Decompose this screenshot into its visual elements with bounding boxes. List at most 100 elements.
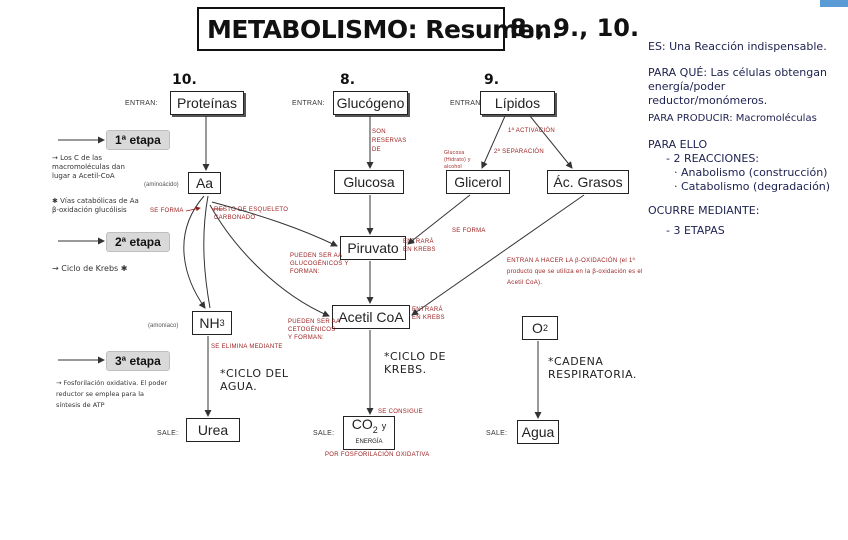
co2-sale-label: SALE: bbox=[313, 430, 335, 437]
acetil-coa-box: Acetil CoA bbox=[332, 305, 410, 329]
glycogen-box: Glucógeno bbox=[333, 91, 408, 115]
stage-3-note: → Fosforilación oxidativa. El poder redu… bbox=[56, 379, 168, 409]
right-notes: ES: Una Reacción indispensable. PARA QUÉ… bbox=[648, 40, 840, 238]
agua-sale-label: SALE: bbox=[486, 430, 508, 437]
acetil-krebs-annotation: ENTRARÁ EN KREBS bbox=[412, 307, 445, 321]
lipids-to-glicerol bbox=[481, 115, 506, 169]
note-etapas: - 3 ETAPAS bbox=[666, 224, 725, 237]
aa-to-nh3 bbox=[183, 195, 206, 309]
aa-curve-2 bbox=[203, 195, 211, 309]
stage-2-note: → Ciclo de Krebs ✱ bbox=[52, 264, 128, 273]
title-box: METABOLISMO: Resumen. bbox=[197, 7, 561, 51]
proteins-box: Proteínas bbox=[170, 91, 244, 115]
stage-2-pill: 2ª etapa bbox=[106, 232, 170, 252]
stage-1-note-a: → Los C de las macromoléculas dan lugar … bbox=[52, 154, 125, 180]
se-forma-2-annotation: SE FORMA bbox=[452, 228, 486, 234]
aa-box: Aa bbox=[188, 172, 221, 194]
ciclo-krebs-note: *CICLO DE KREBS. bbox=[384, 350, 446, 376]
stage-1-note-a-text: Los C de las macromoléculas dan lugar a … bbox=[52, 154, 125, 180]
piruvato-box: Piruvato bbox=[340, 236, 406, 260]
nh3-subscript: 3 bbox=[219, 318, 225, 328]
acetil-coa-label: Acetil CoA bbox=[338, 309, 404, 325]
beta-oxidation-annotation: ENTRAN A HACER LA β-OXIDACIÓN (el 1º pro… bbox=[507, 258, 643, 286]
glicerol-label: Glicerol bbox=[454, 174, 502, 190]
note-para-ello: PARA ELLO bbox=[648, 138, 708, 151]
piruvato-label: Piruvato bbox=[347, 240, 399, 256]
ciclo-agua-note: *CICLO DEL AGUA. bbox=[220, 367, 289, 393]
glycogen-label: Glucógeno bbox=[336, 95, 405, 111]
separacion-annotation: 2ª SEPARACIÓN bbox=[494, 149, 545, 155]
note-ocurre: OCURRE MEDIANTE: bbox=[648, 204, 760, 217]
page-title: METABOLISMO: Resumen. bbox=[207, 15, 561, 44]
piruvato-krebs-annotation: ENTRARÁ EN KREBS bbox=[403, 239, 436, 253]
stage-1-note-b: ✱ Vías catabólicas de Aa β-oxidación glu… bbox=[52, 197, 139, 214]
co2-row: CO2 y bbox=[351, 416, 387, 436]
note-catabolismo: · Catabolismo (degradación) bbox=[674, 180, 831, 193]
stage-3-label: 3ª etapa bbox=[115, 354, 161, 368]
stage-1-pill: 1ª etapa bbox=[106, 130, 170, 150]
glucosa-box: Glucosa bbox=[334, 170, 404, 194]
agua-box: Agua bbox=[517, 420, 559, 444]
note-para-producir: PARA PRODUCIR: Macromoléculas bbox=[648, 113, 817, 124]
stage-2-note-text: Ciclo de Krebs bbox=[61, 264, 119, 273]
stage-3-pill: 3ª etapa bbox=[106, 351, 170, 371]
glycogen-chapter-number: 8. bbox=[340, 72, 356, 88]
note-es: ES: Una Reacción indispensable. bbox=[648, 40, 827, 53]
co2-box: CO2 y ENERGÍA bbox=[343, 416, 395, 450]
acidos-grasos-label: Ác. Grasos bbox=[553, 174, 623, 190]
chapters-label: 8., 9., 10. bbox=[510, 14, 640, 42]
urea-label: Urea bbox=[197, 422, 229, 438]
aa-label: Aa bbox=[195, 175, 214, 191]
proteins-enter-label: ENTRAN: bbox=[125, 100, 158, 107]
glucogenicos-annotation: PUEDEN SER AA GLUCOGÉNICOS Y FORMAN: bbox=[290, 253, 349, 275]
fosforilacion-annotation: POR FOSFORILACIÓN OXIDATIVA bbox=[325, 452, 430, 458]
amoniaco-annotation: (amoníaco) bbox=[148, 323, 179, 329]
co2-energia: ENERGÍA bbox=[355, 438, 383, 445]
aa-to-acetil bbox=[209, 204, 330, 317]
lipids-chapter-number: 9. bbox=[484, 72, 500, 88]
stage-1-note-b-text: Vías catabólicas de Aa β-oxidación glucó… bbox=[52, 197, 139, 214]
glycogen-enter-label: ENTRAN: bbox=[292, 100, 325, 107]
note-anabolismo: · Anabolismo (construcción) bbox=[674, 166, 828, 179]
co2-y: y bbox=[381, 421, 387, 432]
aminoacido-annotation: (aminoácido) bbox=[144, 182, 179, 188]
o2-subscript: 2 bbox=[542, 323, 548, 333]
note-para-que: PARA QUÉ: Las células obtengan energía/p… bbox=[648, 66, 827, 107]
urea-sale-label: SALE: bbox=[157, 430, 179, 437]
se-forma-1-annotation: SE FORMA bbox=[150, 208, 184, 214]
proteins-chapter-number: 10. bbox=[172, 72, 197, 88]
resto-annotation: RESTO DE ESQUELETO CARBONADO bbox=[214, 207, 289, 221]
lipids-label: Lípidos bbox=[494, 95, 541, 111]
note-reacciones: - 2 REACCIONES: bbox=[666, 152, 760, 165]
glucosa-label: Glucosa bbox=[343, 174, 395, 190]
glicerol-to-piruvato bbox=[407, 194, 471, 245]
glucosa-sub-annotation: Glucosa (Hidrato) y alcohol bbox=[444, 150, 471, 170]
lipids-to-grasos bbox=[529, 115, 573, 169]
se-consigue-annotation: SE CONSIGUE bbox=[378, 409, 423, 415]
stage-3-note-text: Fosforilación oxidativa. El poder reduct… bbox=[56, 379, 168, 409]
activacion-annotation: 1ª ACTIVACIÓN bbox=[508, 128, 556, 134]
stage-2-label: 2ª etapa bbox=[115, 235, 161, 249]
corner-tab bbox=[820, 0, 848, 7]
o2-label: O bbox=[532, 320, 543, 336]
elimina-annotation: SE ELIMINA MEDIANTE bbox=[211, 344, 283, 350]
proteins-label: Proteínas bbox=[177, 95, 237, 111]
aa-to-piruvato bbox=[211, 201, 338, 247]
lipids-enter-label: ENTRAN: bbox=[450, 100, 483, 107]
glicerol-box: Glicerol bbox=[446, 170, 510, 194]
acidos-grasos-box: Ác. Grasos bbox=[547, 170, 629, 194]
co2-subscript: 2 bbox=[372, 424, 378, 435]
son-reservas-annotation: SON RESERVAS DE bbox=[372, 129, 407, 153]
cetogenicos-annotation: PUEDEN SER AA CETOGÉNICOS Y FORMAN: bbox=[288, 319, 340, 341]
urea-box: Urea bbox=[186, 418, 240, 442]
stage-1-label: 1ª etapa bbox=[115, 133, 161, 147]
agua-label: Agua bbox=[521, 424, 555, 440]
grasos-to-acetil bbox=[411, 194, 585, 316]
lipids-box: Lípidos bbox=[480, 91, 555, 115]
se-forma-pointer bbox=[185, 206, 201, 212]
co2-label: CO bbox=[351, 416, 373, 433]
